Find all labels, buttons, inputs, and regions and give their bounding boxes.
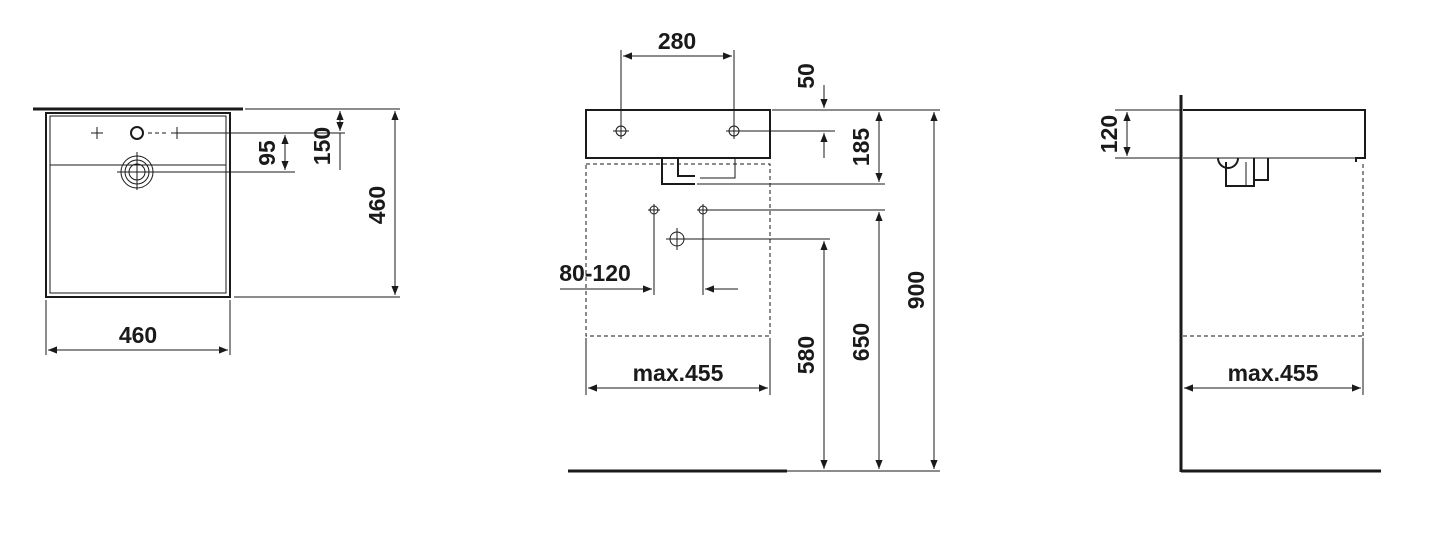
dim-supply-height: 650 [848, 323, 874, 361]
dim-rim-height: 900 [903, 271, 929, 309]
tap-hole-icon [130, 126, 144, 140]
front-view-cabinet-outline [585, 163, 771, 337]
dim-basin-height: 185 [848, 128, 874, 167]
supply-right-icon [697, 204, 709, 216]
front-view: 280 50 185 80-120 max.455 580 650 9 [559, 28, 940, 473]
dim-rim-offset: 50 [793, 63, 819, 89]
waste-connection-icon [666, 228, 689, 250]
supply-left-icon [648, 204, 660, 216]
front-view-siphon [661, 158, 695, 185]
tap-hole-marker-right-icon [171, 127, 183, 139]
front-view-basin [585, 109, 771, 159]
side-view-basin [1183, 109, 1366, 162]
dim-supply-spacing: 80-120 [559, 260, 631, 286]
front-tap-hole-right-icon [726, 123, 742, 139]
dim-side-depth: 120 [1096, 115, 1122, 153]
dim-tap-hole-offset: 150 [309, 127, 335, 165]
dim-front-max-width: max.455 [633, 360, 724, 386]
dim-top-depth: 460 [364, 186, 390, 224]
dim-waste-height: 580 [793, 336, 819, 374]
side-view: 120 max.455 [1096, 95, 1381, 473]
top-view: 460 150 95 460 [33, 107, 400, 355]
front-tap-hole-left-icon [613, 123, 629, 139]
dim-top-width: 460 [119, 322, 157, 348]
dim-tap-spacing: 280 [658, 28, 696, 54]
tap-hole-marker-left-icon [91, 127, 103, 139]
dim-side-max-width: max.455 [1228, 360, 1319, 386]
top-view-basin-outline [45, 112, 231, 298]
dim-waste-offset: 95 [254, 140, 280, 166]
side-view-siphon-icon [1217, 157, 1269, 187]
top-view-basin-inner [49, 115, 227, 294]
waste-outlet-icon [117, 152, 157, 190]
